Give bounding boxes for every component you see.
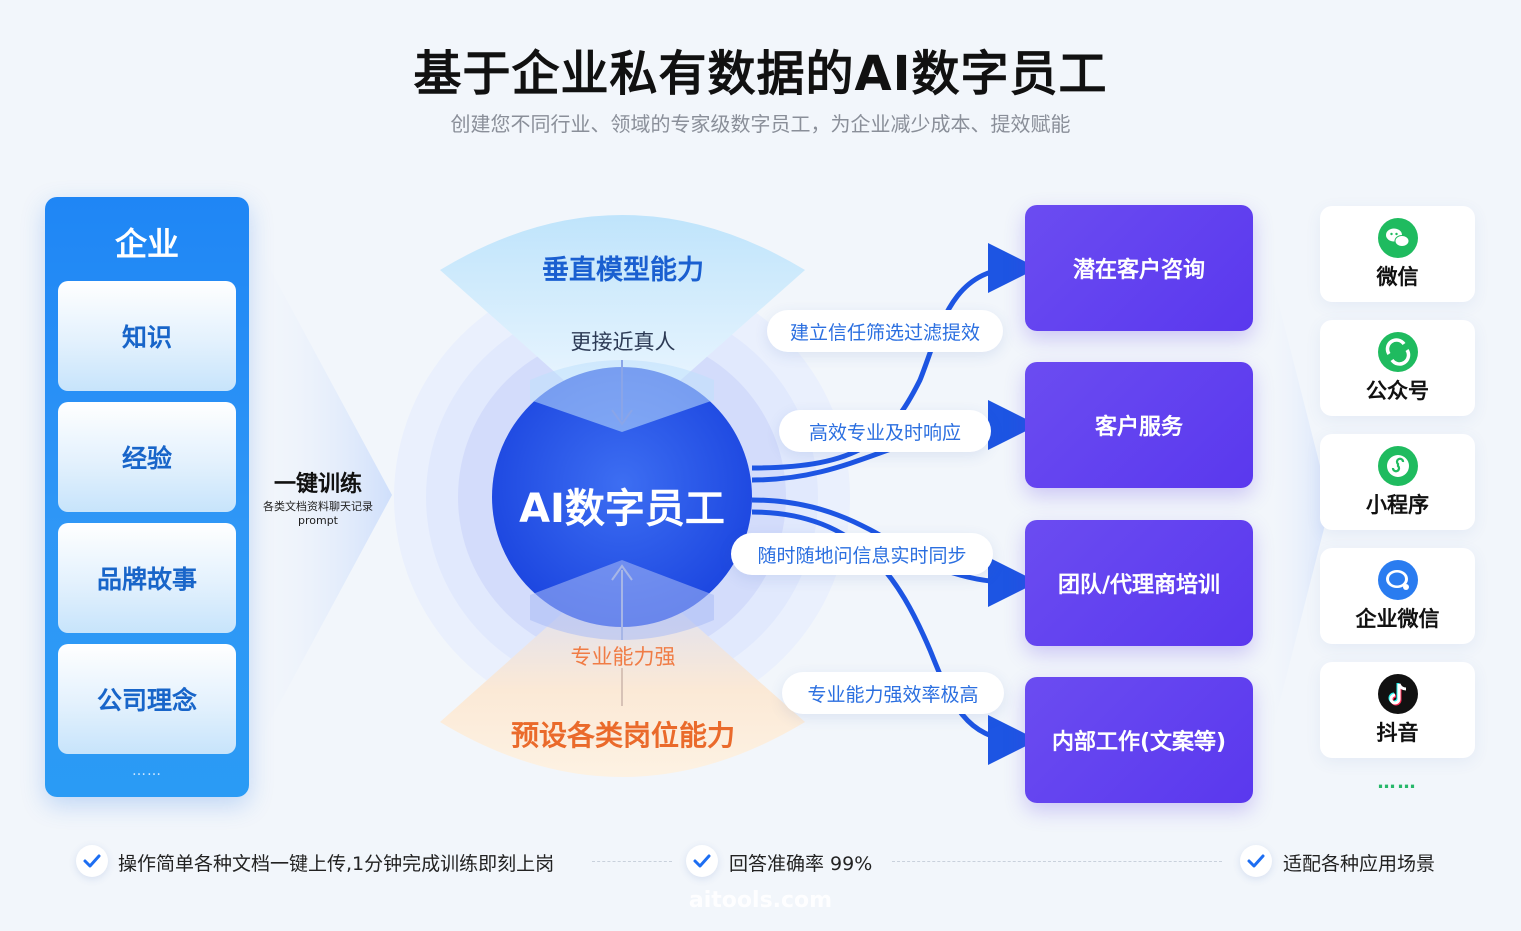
service-team-training: 团队/代理商培训 xyxy=(1025,520,1253,646)
ai-employee-label: AI数字员工 xyxy=(519,486,725,532)
feature-easy-upload: 操作简单各种文档一键上传,1分钟完成训练即刻上岗 xyxy=(118,853,555,875)
channel-label: 微信 xyxy=(1376,265,1419,289)
enterprise-more: …… xyxy=(132,763,162,779)
channel-label: 抖音 xyxy=(1376,721,1419,745)
enterprise-item-knowledge: 知识 xyxy=(58,281,236,391)
service-customer-service: 客户服务 xyxy=(1025,362,1253,488)
enterprise-item-experience: 经验 xyxy=(58,402,236,512)
wecom-icon xyxy=(1378,560,1418,600)
connector-label-response: 高效专业及时响应 xyxy=(779,410,991,452)
channel-label: 企业微信 xyxy=(1355,607,1440,631)
check-icon xyxy=(686,845,718,877)
training-title: 一键训练 xyxy=(273,472,362,497)
channel-label: 小程序 xyxy=(1366,493,1429,517)
mini-program-icon xyxy=(1378,446,1418,486)
watermark: aitools.com xyxy=(688,888,833,913)
check-icon xyxy=(1240,845,1272,877)
enterprise-panel: 企业 知识 经验 品牌故事 公司理念 …… xyxy=(45,197,249,797)
enterprise-item-brand-story: 品牌故事 xyxy=(58,523,236,633)
connector-label-sync: 随时随地问信息实时同步 xyxy=(731,533,993,575)
douyin-icon xyxy=(1378,674,1418,714)
training-prompt: prompt xyxy=(297,514,338,527)
divider xyxy=(592,861,672,862)
channel-mini-program: 小程序 xyxy=(1320,434,1475,530)
channel-wechat: 微信 xyxy=(1320,206,1475,302)
channel-label: 公众号 xyxy=(1366,379,1429,403)
enterprise-item-philosophy: 公司理念 xyxy=(58,644,236,754)
training-subtitle: 各类文档资料聊天记录 prompt xyxy=(252,500,384,528)
bottom-capability-subtitle: 专业能力强 xyxy=(570,645,676,669)
top-capability-title: 垂直模型能力 xyxy=(542,255,704,286)
official-account-icon xyxy=(1378,332,1418,372)
wechat-icon xyxy=(1378,218,1418,258)
page-subtitle: 创建您不同行业、领域的专家级数字员工，为企业减少成本、提效赋能 xyxy=(450,112,1071,136)
divider xyxy=(892,861,1222,862)
channel-wecom: 企业微信 xyxy=(1320,548,1475,644)
top-capability-subtitle: 更接近真人 xyxy=(570,330,676,354)
channel-douyin: 抖音 xyxy=(1320,662,1475,758)
channels-more: …… xyxy=(1377,772,1418,793)
connector-label-trust: 建立信任筛选过滤提效 xyxy=(767,310,1003,352)
service-internal-work: 内部工作(文案等) xyxy=(1025,677,1253,803)
enterprise-title: 企业 xyxy=(114,225,179,263)
bottom-capability-title: 预设各类岗位能力 xyxy=(510,719,735,752)
feature-accuracy: 回答准确率 99% xyxy=(729,853,873,875)
feature-scenarios: 适配各种应用场景 xyxy=(1283,853,1436,875)
connector-label-efficiency: 专业能力强效率极高 xyxy=(782,672,1004,714)
check-icon xyxy=(76,845,108,877)
channel-official-account: 公众号 xyxy=(1320,320,1475,416)
training-sources: 各类文档资料聊天记录 xyxy=(263,500,373,513)
page-title: 基于企业私有数据的AI数字员工 xyxy=(413,46,1108,102)
service-lead-consultation: 潜在客户咨询 xyxy=(1025,205,1253,331)
